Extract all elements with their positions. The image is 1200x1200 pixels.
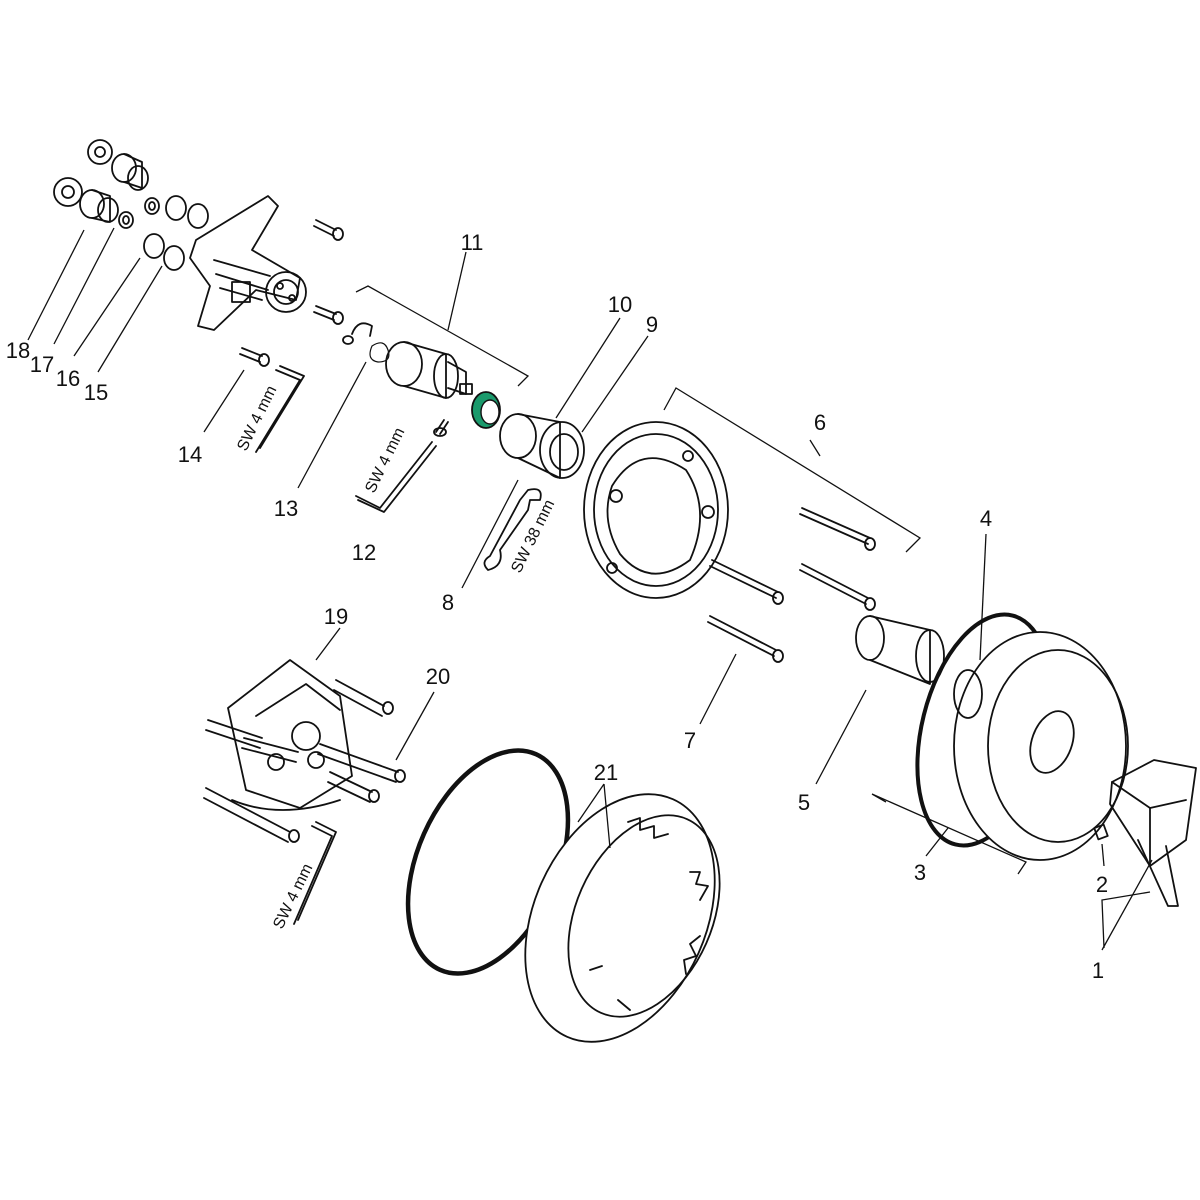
tool-label-hex-key-14: SW 4 mm (234, 383, 280, 454)
label-9: 9 (646, 312, 658, 337)
label-19: 19 (324, 604, 348, 629)
label-1: 1 (1092, 958, 1104, 983)
label-20: 20 (426, 664, 450, 689)
mixer-body (189, 195, 307, 331)
cover-plate-3 (953, 631, 1129, 861)
label-12: 12 (352, 540, 376, 565)
label-16: 16 (56, 366, 80, 391)
green-ring (471, 391, 501, 429)
label-3: 3 (914, 860, 926, 885)
cartridge-11 (385, 341, 473, 399)
fitting-nut-18 (53, 139, 113, 207)
hex-key-12 (355, 441, 437, 513)
hex-key-19 (293, 821, 337, 925)
label-6: 6 (814, 410, 826, 435)
seal-13 (369, 342, 390, 363)
label-11: 11 (461, 230, 484, 255)
installation-adapter-19 (203, 659, 406, 843)
screw-7a (709, 559, 784, 605)
o-ring-15 (143, 195, 209, 271)
label-8: 8 (442, 590, 454, 615)
tool-label-hex-key-19: SW 4 mm (270, 861, 316, 932)
label-4: 4 (980, 506, 992, 531)
grub-screw-2 (1093, 823, 1109, 841)
label-18: 18 (6, 338, 30, 363)
sleeve-9 (499, 413, 585, 479)
extension-ring-21 (524, 793, 721, 1043)
label-14: 14 (178, 442, 202, 467)
wrench-8 (483, 488, 542, 571)
screw-14 (239, 347, 270, 367)
label-17: 17 (30, 352, 54, 377)
label-13: 13 (274, 496, 298, 521)
label-15: 15 (84, 380, 108, 405)
fitting-body-17 (79, 153, 149, 223)
tool-label-hex-key-12: SW 4 mm (362, 425, 408, 496)
mounting-plate-6 (583, 421, 729, 599)
screw-upper (313, 219, 344, 241)
screw-6a (799, 507, 876, 551)
label-7: 7 (684, 728, 696, 753)
screw-6b (799, 563, 876, 611)
hex-key-14 (255, 365, 305, 453)
label-2: 2 (1096, 872, 1108, 897)
handle-1 (1109, 759, 1197, 907)
label-10: 10 (608, 292, 632, 317)
label-5: 5 (798, 790, 810, 815)
screw-7b (707, 615, 784, 663)
sleeve-5 (855, 615, 945, 685)
cartridge-clip-13 (342, 322, 373, 345)
small-washer-16 (118, 197, 160, 229)
leader-lines (27, 227, 1153, 951)
screw-12 (433, 419, 449, 437)
label-21: 21 (594, 760, 618, 785)
screw-middle (313, 305, 344, 325)
